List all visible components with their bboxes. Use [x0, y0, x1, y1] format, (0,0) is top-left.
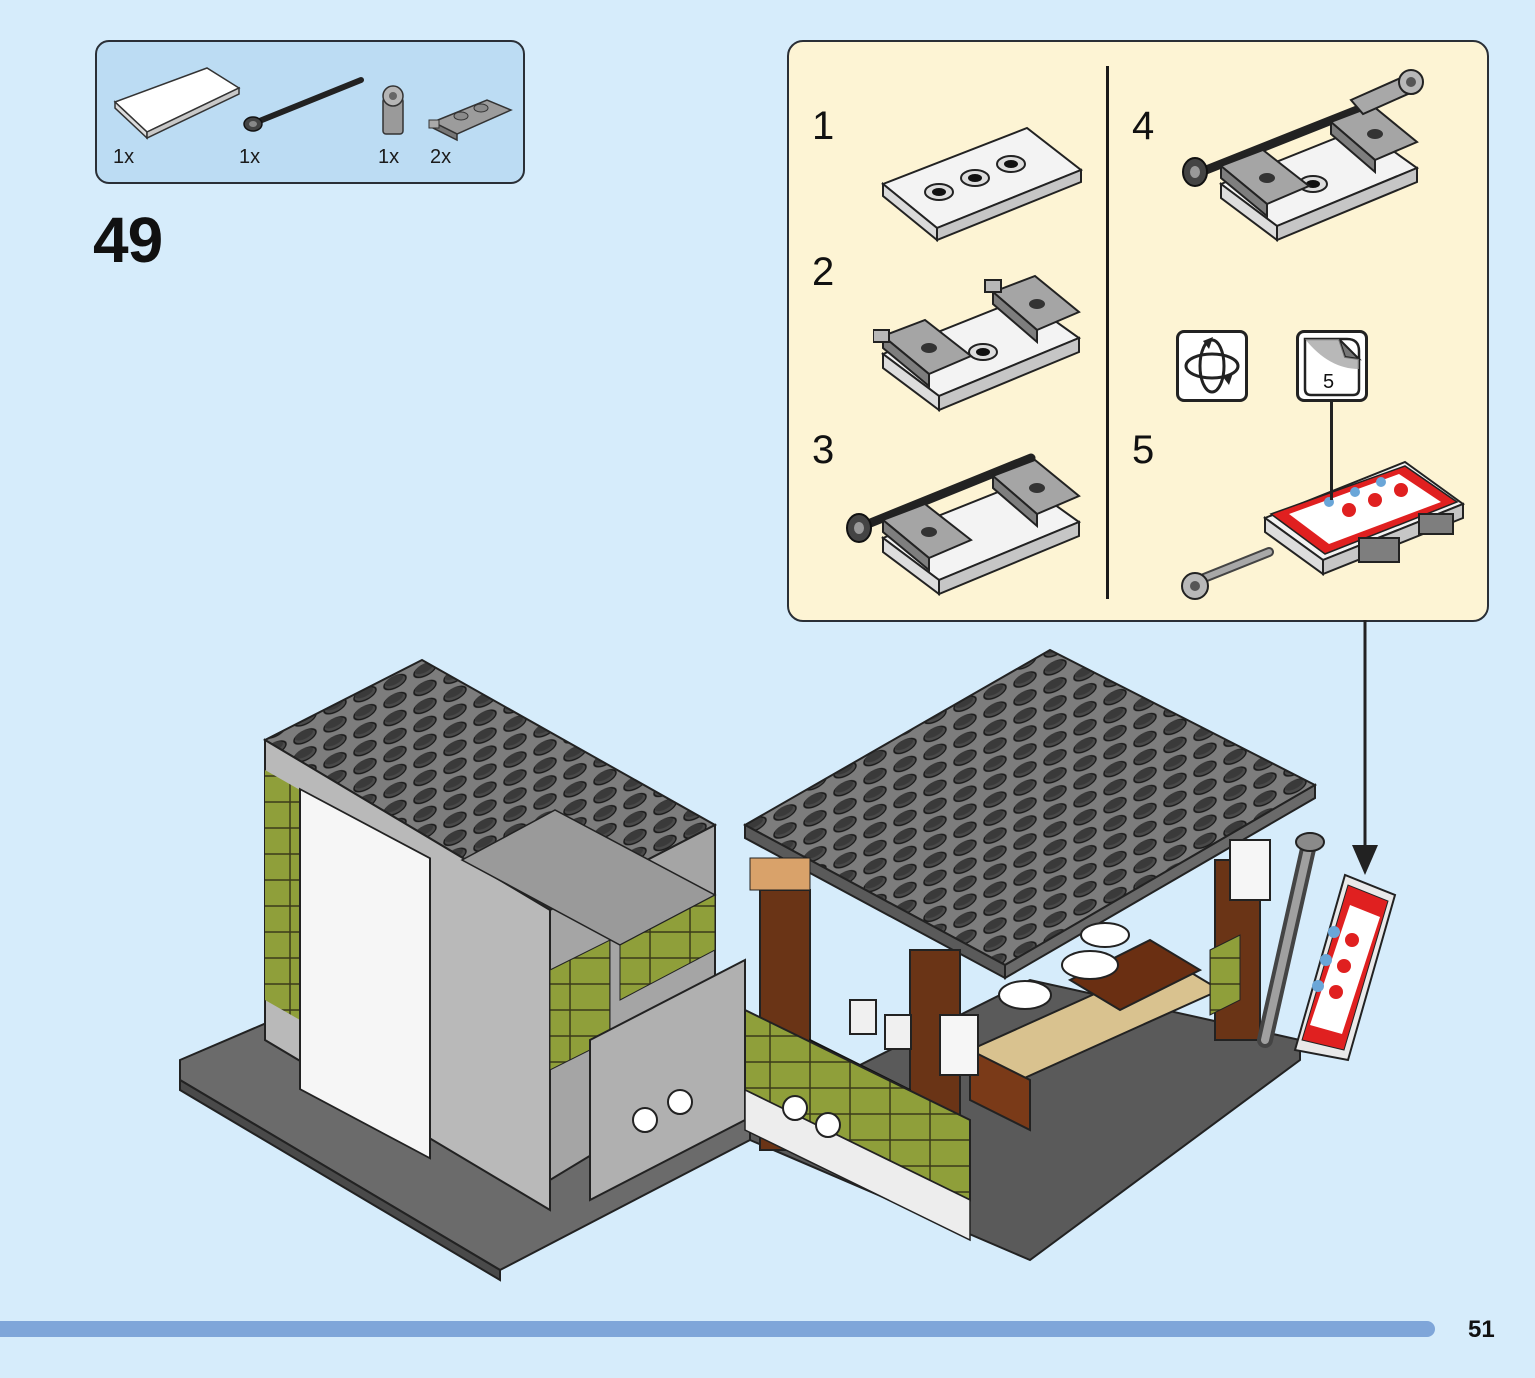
part-qty-4: 2x: [430, 146, 452, 168]
gray-clip-part-icon: [382, 85, 404, 135]
rotate-model-icon: [1176, 330, 1248, 402]
substep-label-4: 4: [1132, 104, 1155, 148]
part-qty-2: 1x: [239, 146, 261, 168]
parts-list-box: 1x 1x 1x 2x: [95, 40, 525, 184]
part-qty-3: 1x: [378, 146, 400, 168]
main-build-illustration: [179, 620, 1397, 1282]
page-number: 51: [1468, 1316, 1495, 1343]
substep-4-handle-illustration: [1182, 69, 1424, 242]
black-bar-part-icon: [243, 77, 364, 132]
part-qty-1: 1x: [113, 146, 135, 168]
substep-2-clips-illustration: [873, 274, 1082, 412]
substep-5-sign-illustration: [1181, 460, 1466, 600]
substep-3-bar-illustration: [846, 453, 1082, 596]
substep-label-2: 2: [812, 250, 835, 294]
sticker-number: 5: [1323, 371, 1335, 393]
substep-panel: 1 2 3 4 5: [787, 40, 1489, 622]
step-number: 49: [93, 204, 163, 276]
substep-1-plate-illustration: [881, 126, 1083, 243]
substep-divider: [1106, 66, 1109, 599]
sticker-callout-line: [1330, 400, 1333, 500]
substep-label-1: 1: [812, 104, 835, 148]
substep-label-5: 5: [1132, 428, 1155, 472]
footer-progress-bar: [0, 1321, 1435, 1337]
sticker-icon: 5: [1296, 330, 1368, 402]
white-tile-part-icon: [113, 67, 241, 140]
substep-label-3: 3: [812, 428, 835, 472]
gray-plate-clip-part-icon: [428, 99, 513, 142]
